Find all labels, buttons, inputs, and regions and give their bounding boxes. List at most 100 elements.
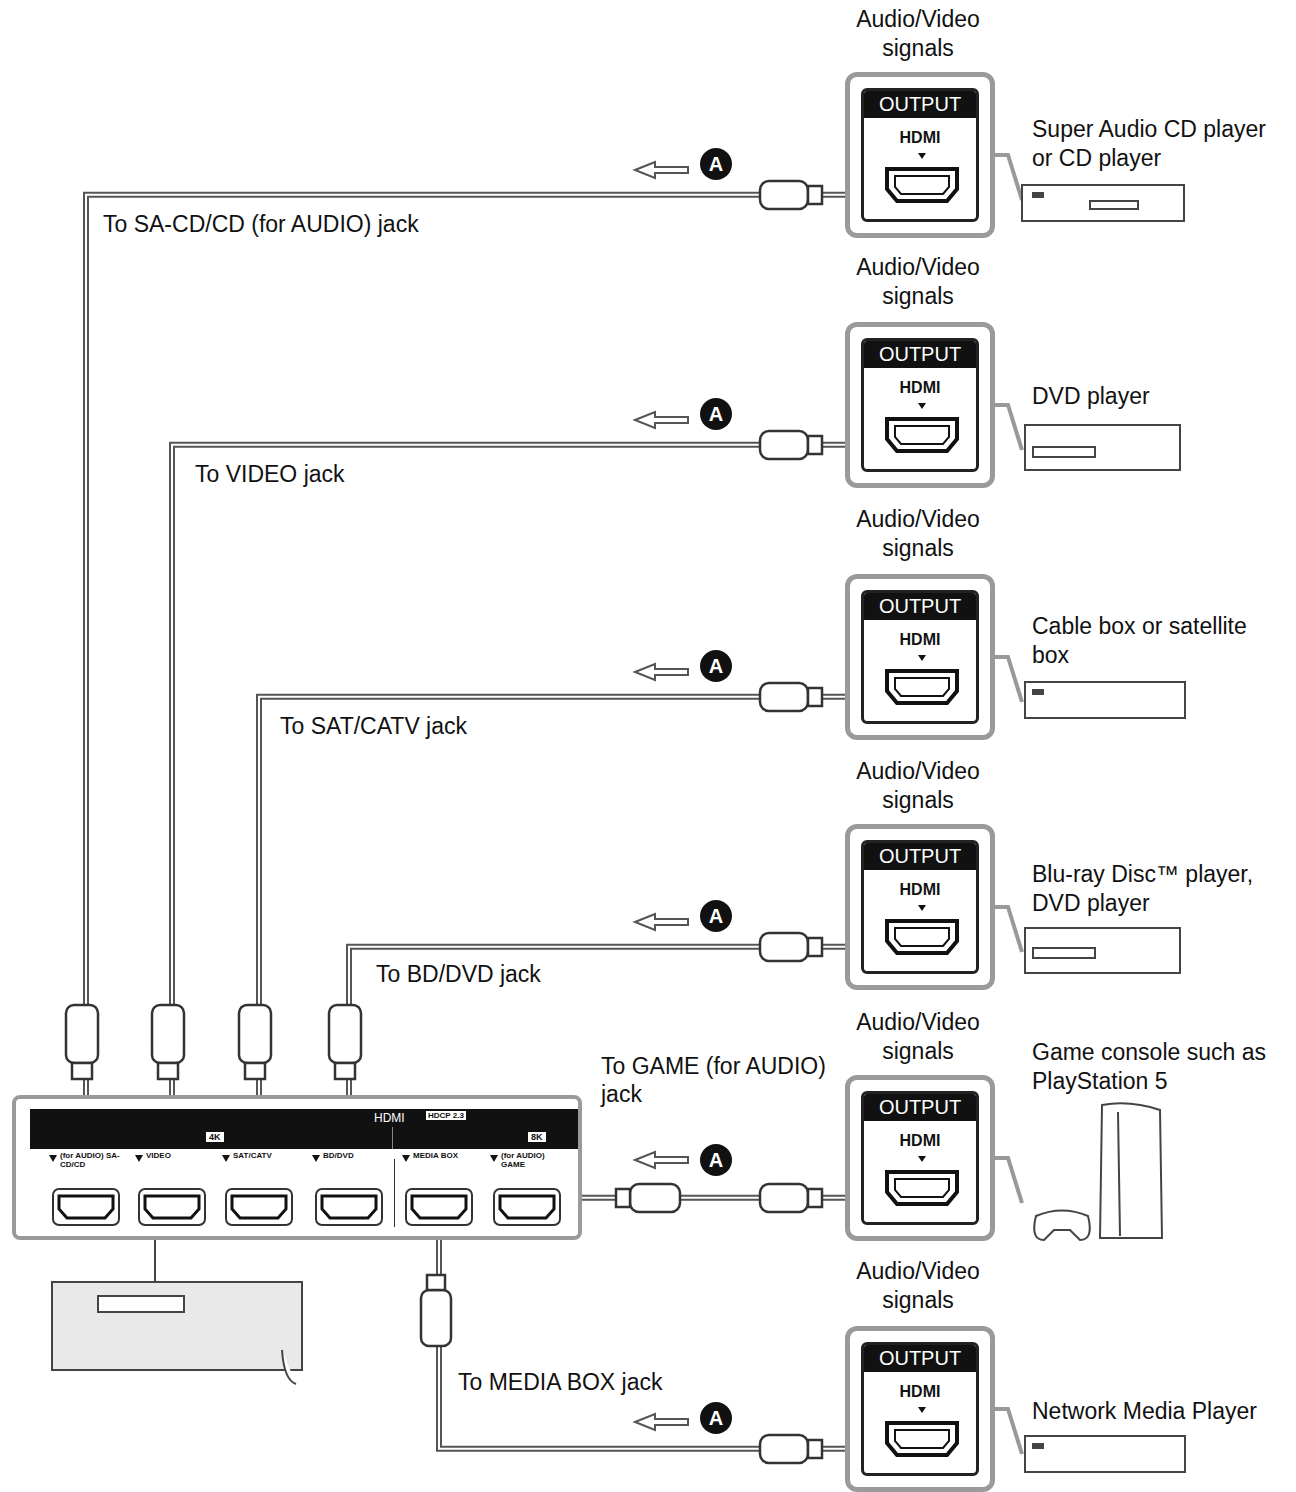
port-shape [322,1196,376,1218]
jack-label: (for AUDIO) SA-CD/CD [60,1151,120,1169]
triangle [918,905,926,911]
hdmi-cable [172,445,845,1151]
signal-arrow [635,664,688,680]
triangle [490,1155,498,1162]
output-label: OUTPUT [864,1094,976,1121]
jack-mark [221,1153,231,1163]
cable-heads [172,445,845,1151]
port-shape [887,921,957,953]
cable-label: To GAME (for AUDIO) jack [598,1052,834,1108]
output-label: OUTPUT [864,91,976,118]
signal-arrow [635,1152,688,1168]
port-inner [895,176,949,194]
cable-heads [439,1231,845,1449]
signal-label: Audio/Video signals [828,1008,1008,1066]
cable-label: To SA-CD/CD (for AUDIO) jack [100,210,422,238]
jack-label: (for AUDIO) GAME [501,1151,561,1169]
jack-mark [48,1153,58,1163]
port-inner [895,928,949,946]
output-panel: OUTPUT HDMI [861,1091,979,1225]
hdmi-port [137,1187,207,1227]
triangle [918,153,926,159]
cable-inner [86,195,845,1151]
output-box: OUTPUTHDMI [845,1326,995,1492]
jack-label: SAT/CATV [233,1151,293,1160]
jack-mark [134,1153,144,1163]
triangle [918,1407,926,1413]
cable-heads [259,697,845,1151]
hdmi-label: HDMI [864,129,976,147]
panel-text: 8K [528,1132,546,1142]
hdmi-port [224,1187,294,1227]
hdmi-port [314,1187,384,1227]
triangle [918,655,926,661]
hdmi-label: HDMI [864,881,976,899]
hdmi-jack: BD/DVD [309,1151,389,1231]
output-label: OUTPUT [864,1345,976,1372]
cable-inner [439,1231,845,1449]
output-label: OUTPUT [864,843,976,870]
jack-label: BD/DVD [323,1151,383,1160]
jack-label: VIDEO [146,1151,206,1160]
panel-band [30,1109,578,1149]
hdmi-jack: MEDIA BOX [399,1151,479,1231]
hdmi-label: HDMI [864,1132,976,1150]
port-frame [139,1189,205,1225]
output-box: OUTPUT HDMI [845,322,995,488]
signal-arrow [635,412,688,428]
hdmi-cable [259,697,845,1151]
output-label: OUTPUT [864,341,976,368]
device-name: Cable box or satellite box [1032,612,1290,670]
cable-heads [86,195,845,1151]
port-shape [887,671,957,703]
hdmi-port [867,903,977,963]
output-panel: OUTPUT HDMI [861,88,979,222]
port-inner [895,1179,949,1197]
hdmi-port [867,1154,977,1214]
signal-label: Audio/Video signals [828,1257,1008,1315]
output-box: OUTPUT HDMI [845,72,995,238]
device-name: Network Media Player [1032,1397,1290,1426]
port-shape [412,1196,466,1218]
jack-label: MEDIA BOX [413,1151,473,1160]
port-inner [895,678,949,696]
devices [52,185,1185,1472]
callout-letter: A [700,1402,732,1434]
port-frame [316,1189,382,1225]
port-shape [59,1196,113,1218]
port-shape [887,419,957,451]
cable-outer [439,1231,845,1449]
cable-outer [259,697,845,1151]
output-box: OUTPUTHDMI [845,574,995,740]
hdmi-jack: VIDEO [132,1151,212,1231]
triangle [135,1155,143,1162]
port-frame [406,1189,472,1225]
hdmi-port [867,1405,977,1465]
device-name: Super Audio CD player or CD player [1032,115,1290,173]
device-name: Blu-ray Disc™ player, DVD player [1032,860,1290,918]
port-shape [887,1172,957,1204]
port-shape [145,1196,199,1218]
output-box: OUTPUT HDMI [845,824,995,990]
cable-outer [86,195,845,1151]
output-label: OUTPUT [864,593,976,620]
port-shape [887,1423,957,1455]
hdmi-cable [439,1231,845,1449]
hdmi-jack: SAT/CATV [219,1151,299,1231]
port-inner [895,1430,949,1448]
jack-mark [489,1153,499,1163]
output-panel: OUTPUT HDMI [861,840,979,974]
port-inner [895,426,949,444]
triangle [222,1155,230,1162]
panel-text: HDMI [374,1111,405,1125]
hdmi-port [867,151,977,211]
hdmi-label: HDMI [864,379,976,397]
callout-letter: A [700,148,732,180]
triangle [402,1155,410,1162]
port-frame [53,1189,119,1225]
signal-arrow [635,1414,688,1430]
hdmi-plugs [66,181,822,1463]
port-shape [500,1196,554,1218]
port-shape [887,169,957,201]
hdmi-jack: (for AUDIO) SA-CD/CD [46,1151,126,1231]
